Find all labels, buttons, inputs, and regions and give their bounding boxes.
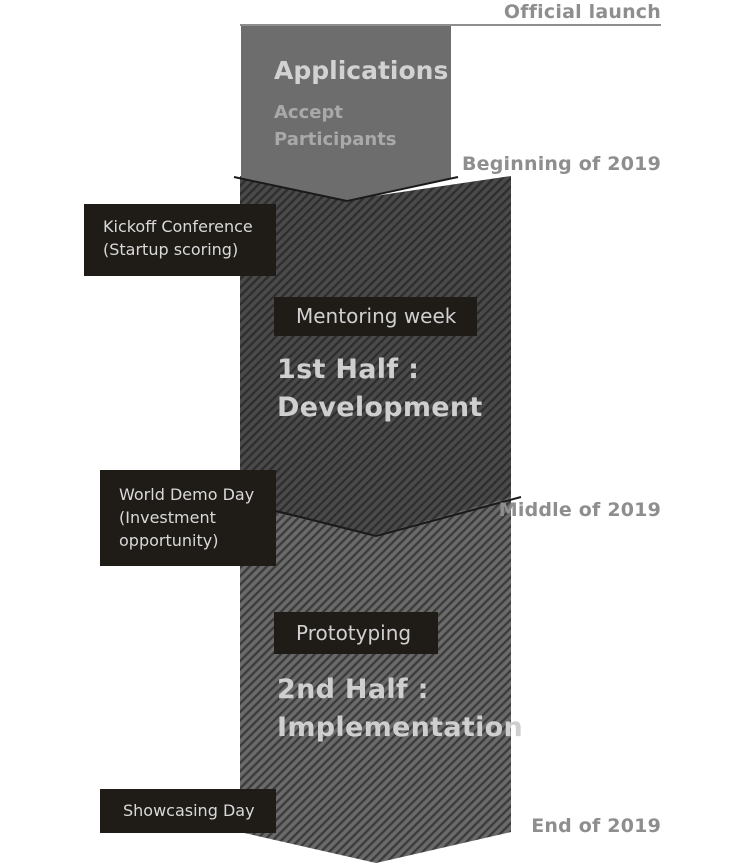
applications-block	[241, 25, 451, 200]
mentoring-week-tag: Mentoring week	[274, 297, 477, 336]
kickoff-line1: Kickoff Conference	[103, 217, 253, 236]
phase1-title: 1st Half : Development	[277, 351, 483, 427]
phase1-arrow-body	[240, 176, 511, 535]
demo-line1: World Demo Day	[119, 485, 255, 504]
kickoff-line2: (Startup scoring)	[103, 240, 239, 259]
applications-title: Applications	[274, 56, 449, 85]
phase2-arrow-body	[240, 496, 511, 863]
world-demo-day-callout: World Demo Day (Investment opportunity)	[100, 470, 276, 566]
milestone-official-launch: Official launch	[503, 1, 661, 23]
prototyping-tag: Prototyping	[274, 612, 438, 654]
phase1-title-line1: 1st Half :	[277, 354, 420, 385]
beginning-separator-line	[233, 176, 459, 203]
showcasing-day-callout: Showcasing Day	[100, 789, 276, 833]
applications-subtitle: Accept Participants	[274, 99, 397, 153]
applications-subtitle-line2: Participants	[274, 129, 397, 150]
middle-separator-line	[275, 496, 522, 538]
milestone-end-2019: End of 2019	[531, 815, 661, 837]
launch-divider-line	[240, 24, 661, 26]
milestone-middle-2019: Middle of 2019	[498, 499, 661, 521]
phase2-title-line2: Implementation	[277, 712, 524, 743]
kickoff-conference-callout: Kickoff Conference (Startup scoring)	[84, 204, 276, 276]
demo-line2: (Investment	[119, 508, 216, 527]
milestone-beginning-2019: Beginning of 2019	[461, 153, 661, 175]
demo-line3: opportunity)	[119, 531, 219, 550]
phase1-title-line2: Development	[277, 392, 483, 423]
applications-subtitle-line1: Accept	[274, 102, 343, 123]
phase2-title: 2nd Half : Implementation	[277, 671, 523, 747]
phase2-title-line1: 2nd Half :	[277, 674, 429, 705]
